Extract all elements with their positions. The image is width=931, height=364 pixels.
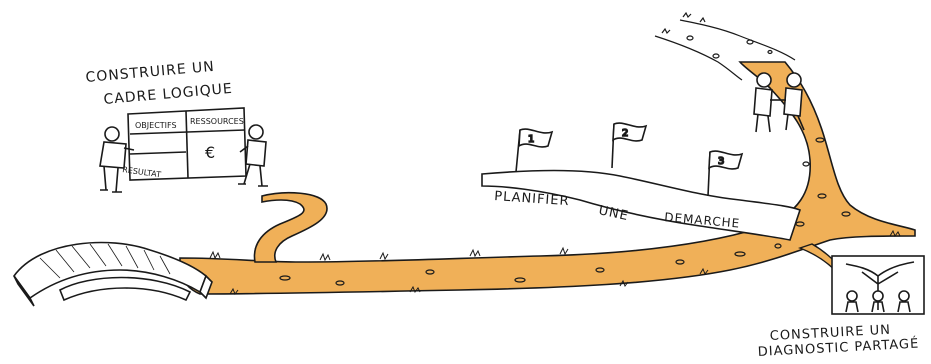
board-euro: € — [205, 143, 215, 162]
diagnostic-box — [831, 255, 925, 315]
cadre-title-line2: CADRE LOGIQUE — [103, 81, 233, 108]
demarche-word-2: UNE — [597, 203, 630, 224]
bridge — [13, 241, 213, 307]
demarche-word-3: DEMARCHE — [664, 210, 741, 231]
flag-3-label: 3 — [718, 156, 724, 167]
flag-2-label: 2 — [622, 128, 628, 139]
flag-1-label: 1 — [528, 134, 534, 145]
person-right — [238, 124, 268, 187]
hill-slope — [654, 11, 796, 81]
handshake-people — [753, 72, 805, 133]
flag-2: 2 — [611, 122, 648, 169]
flag-3: 3 — [707, 150, 744, 197]
cadre-title-line1: CONSTRUIRE UN — [85, 59, 215, 86]
board-objectifs: OBJECTIFS — [135, 121, 177, 130]
demarche-ribbon — [481, 169, 801, 241]
flag-1: 1 — [515, 128, 554, 173]
demarche-word-1: PLANIFIER — [494, 189, 570, 209]
person-left — [99, 126, 135, 193]
board-ressources: RESSOURCES — [190, 117, 244, 126]
diag-title-line1: CONSTRUIRE UN — [769, 323, 891, 344]
